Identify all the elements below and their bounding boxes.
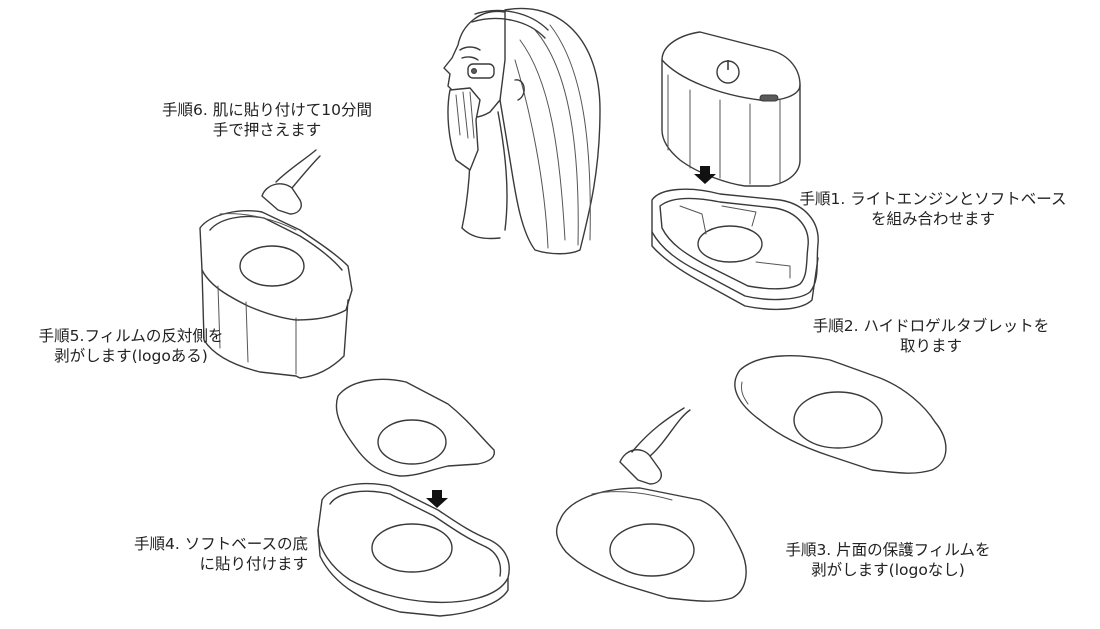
peel-film-no-logo (555, 407, 747, 602)
step-3-line-2: 剥がします(logoなし) (811, 561, 965, 579)
step-2-line-2: 取ります (899, 337, 962, 355)
step-2-label: 手順2. ハイドロゲルタブレットを 取ります (798, 316, 1064, 356)
step-6-line-2: 手で押さえます (212, 121, 322, 139)
step-3-line-1: 手順3. 片面の保護フィルムを (785, 541, 991, 559)
step-5-label: 手順5.フィルムの反対側を 剥がします(logoある) (2, 326, 260, 366)
step-1-label: 手順1. ライトエンジンとソフトベース を組み合わせます (772, 189, 1094, 229)
step-6-label: 手順6. 肌に貼り付けて10分間 手で押さえます (132, 100, 402, 140)
step-1-line-2: を組み合わせます (870, 210, 995, 228)
arrow-down-icon (426, 490, 448, 508)
step-6-line-1: 手順6. 肌に貼り付けて10分間 (162, 101, 372, 119)
step-1-line-1: 手順1. ライトエンジンとソフトベース (799, 190, 1067, 208)
step-5-line-1: 手順5.フィルムの反対側を (38, 327, 224, 345)
power-icon (716, 60, 740, 84)
step-3-label: 手順3. 片面の保護フィルムを 剥がします(logoなし) (752, 540, 1024, 580)
light-engine-device (661, 31, 801, 187)
step-5-line-2: 剥がします(logoある) (54, 347, 208, 365)
hydrogel-tablet (734, 355, 947, 474)
arrow-down-icon (694, 166, 716, 184)
step-2-line-1: 手順2. ハイドロゲルタブレットを (812, 317, 1050, 335)
soft-base-bottom (317, 483, 510, 617)
step-4-line-1: 手順4. ソフトベースの底 (134, 535, 308, 553)
step-4-label: 手順4. ソフトベースの底 に貼り付けます (100, 534, 308, 574)
film-above-base (335, 378, 495, 477)
soft-base (651, 188, 819, 311)
peel-film-logo (199, 149, 353, 379)
woman-illustration (443, 7, 601, 255)
step-4-line-2: に貼り付けます (199, 555, 308, 573)
